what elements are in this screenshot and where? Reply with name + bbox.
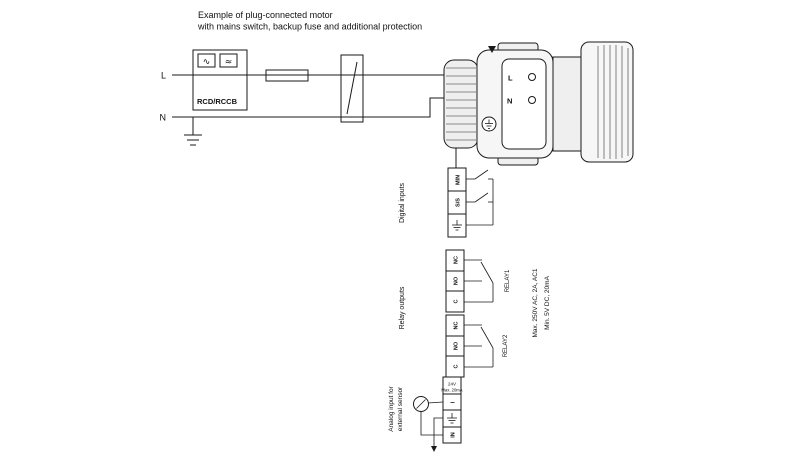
mains-wiring bbox=[172, 61, 444, 146]
analog-wiring bbox=[420, 401, 444, 452]
analog-note-24v: 24V bbox=[448, 382, 456, 387]
digital-inputs-label: Digital inputs bbox=[399, 182, 406, 223]
relay-rating-max: Max. 250V AC, 2A, AC1 bbox=[532, 268, 539, 337]
rcd-pulse-icon: ≈ bbox=[225, 58, 233, 68]
relay-outputs-label: Relay outputs bbox=[399, 286, 406, 329]
rcd-wave-icon: ∿ bbox=[203, 58, 211, 68]
relay1-nc-label: NC bbox=[454, 256, 460, 264]
analog-label-line2: external sensor bbox=[397, 386, 404, 431]
relay-outputs-section: Relay outputs NC NO C RELAY1 NC NO C REL… bbox=[399, 249, 551, 378]
relay2-label: RELAY2 bbox=[503, 334, 509, 357]
collar-ribs bbox=[597, 45, 629, 159]
terminal-min-label: MIN bbox=[456, 175, 462, 185]
terminal-i-label: I bbox=[451, 401, 457, 403]
relay1-label: RELAY1 bbox=[505, 269, 511, 292]
digital-terminal-block bbox=[447, 167, 467, 238]
digital-inputs-section: Digital inputs MIN S/S bbox=[399, 148, 494, 238]
analog-label-line1: Analog input for bbox=[388, 385, 395, 431]
neutral-label: N bbox=[160, 113, 167, 123]
alignment-marker-icon bbox=[488, 46, 496, 53]
plug-collar bbox=[580, 41, 634, 163]
ground-icon bbox=[447, 413, 457, 424]
ground-icon bbox=[452, 220, 462, 231]
motor-plug: L N bbox=[443, 41, 634, 166]
relay2-contact bbox=[464, 324, 494, 368]
diagram-title-line1: Example of plug-connected motor bbox=[198, 10, 333, 20]
gland-ribs bbox=[446, 67, 476, 141]
line-label: L bbox=[161, 71, 166, 81]
plug-neck bbox=[552, 56, 582, 152]
plug-terminal-cover bbox=[501, 58, 547, 150]
terminal-screw-l bbox=[528, 73, 536, 81]
terminal-in-label: IN bbox=[451, 432, 457, 438]
relay2-no-label: NO bbox=[454, 341, 460, 350]
cable-gland bbox=[443, 59, 479, 149]
relay2-c-label: C bbox=[454, 364, 460, 368]
shield-arrow-icon bbox=[431, 446, 437, 452]
ground-icon bbox=[485, 119, 493, 129]
plug-ground-terminal bbox=[481, 116, 497, 132]
analog-input-section: Analog input for external sensor 24V Max… bbox=[388, 376, 463, 452]
sensor-transducer-stroke bbox=[416, 399, 426, 409]
plug-terminal-l-label: L bbox=[508, 74, 513, 83]
relay1-c-label: C bbox=[454, 299, 460, 303]
neutral-conductor bbox=[172, 97, 444, 118]
switch-lever bbox=[346, 61, 358, 115]
plug-terminal-n-label: N bbox=[507, 97, 512, 106]
relay2-nc-label: NC bbox=[454, 322, 460, 330]
relay1-contact bbox=[464, 259, 494, 303]
rcd-type-box-left bbox=[197, 53, 216, 68]
diagram-title-line2: with mains switch, backup fuse and addit… bbox=[197, 22, 422, 32]
relay1-no-label: NO bbox=[454, 276, 460, 285]
rcd-type-box-right bbox=[219, 53, 238, 68]
terminal-screw-n bbox=[528, 96, 536, 104]
relay-rating-min: Min. 5V DC, 20mA bbox=[544, 275, 551, 329]
rcd-label: RCD/RCCB bbox=[197, 97, 238, 106]
terminal-ss-label: S/S bbox=[456, 198, 462, 207]
earth-symbol bbox=[184, 134, 202, 146]
digital-input-switches bbox=[466, 169, 494, 226]
analog-note-max: Max. 20mA bbox=[441, 388, 462, 393]
